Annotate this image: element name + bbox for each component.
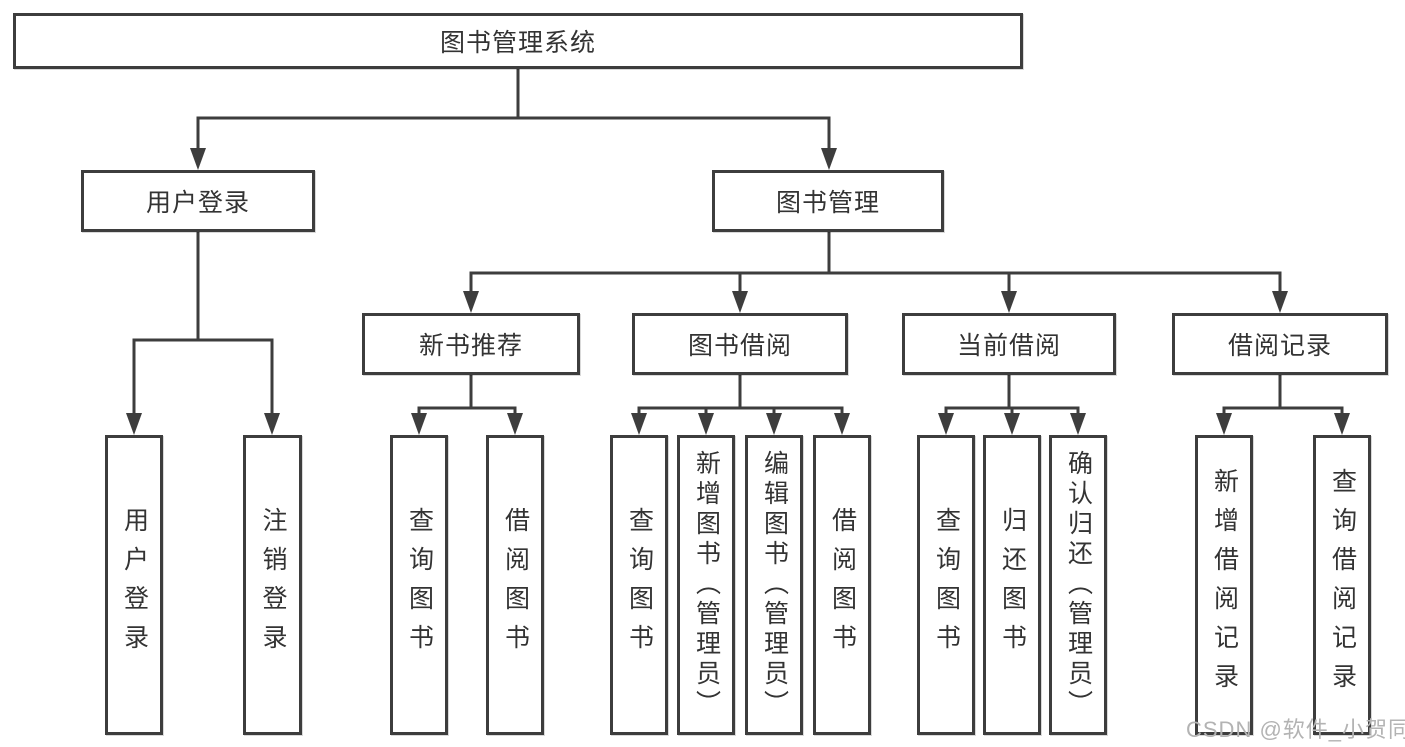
node-current-borrow: 当前借阅 xyxy=(902,313,1116,375)
node-current-borrow-label: 当前借阅 xyxy=(956,332,1061,360)
node-user-login-label: 用户登录 xyxy=(145,189,250,217)
arrowhead xyxy=(1070,413,1086,435)
leaf-borrow-query-books: 查询图书 xyxy=(610,435,668,735)
arrowhead xyxy=(264,413,280,435)
node-root-label: 图书管理系统 xyxy=(439,29,596,57)
leaf-add-borrow-record: 新增借阅记录 xyxy=(1195,435,1253,735)
arrowheads xyxy=(126,148,1350,435)
leaf-recommend-query-books: 查询图书 xyxy=(390,435,448,735)
leaf-user-login: 用户登录 xyxy=(105,435,163,735)
node-book-management: 图书管理 xyxy=(712,170,944,232)
arrowhead xyxy=(766,413,782,435)
arrowhead xyxy=(507,413,523,435)
leaf-add-borrow-record-label: 新增借阅记录 xyxy=(1210,468,1239,702)
node-new-book-recommend: 新书推荐 xyxy=(362,313,580,375)
leaf-edit-books-admin-label: 编辑图书（管理员） xyxy=(760,450,789,720)
arrowhead xyxy=(1004,413,1020,435)
node-book-borrow: 图书借阅 xyxy=(632,313,848,375)
arrowhead xyxy=(190,148,206,170)
leaf-add-books-admin: 新增图书（管理员） xyxy=(677,435,735,735)
node-book-borrow-label: 图书借阅 xyxy=(687,332,792,360)
leaf-return-books-label: 归还图书 xyxy=(998,507,1027,663)
leaf-recommend-query-books-label: 查询图书 xyxy=(405,507,434,663)
leaf-add-books-admin-label: 新增图书（管理员） xyxy=(692,450,721,720)
node-borrow-records: 借阅记录 xyxy=(1172,313,1388,375)
arrowhead xyxy=(834,413,850,435)
leaf-query-borrow-record-label: 查询借阅记录 xyxy=(1328,468,1357,702)
arrowhead xyxy=(938,413,954,435)
arrowhead xyxy=(1334,413,1350,435)
leaf-current-query-books-label: 查询图书 xyxy=(932,507,961,663)
leaf-logout-label: 注销登录 xyxy=(259,507,287,663)
arrowhead xyxy=(126,413,142,435)
connector-path xyxy=(132,69,1344,413)
leaf-confirm-return-admin-label: 确认归还（管理员） xyxy=(1064,450,1093,720)
arrowhead xyxy=(631,413,647,435)
leaf-confirm-return-admin: 确认归还（管理员） xyxy=(1049,435,1107,735)
leaf-recommend-borrow-books: 借阅图书 xyxy=(486,435,544,735)
arrowhead xyxy=(821,148,837,170)
leaf-borrow-books-label: 借阅图书 xyxy=(828,507,857,663)
node-user-login: 用户登录 xyxy=(81,170,315,232)
leaf-logout: 注销登录 xyxy=(243,435,302,735)
node-borrow-records-label: 借阅记录 xyxy=(1227,332,1332,360)
node-book-management-label: 图书管理 xyxy=(775,189,880,217)
node-root: 图书管理系统 xyxy=(13,13,1023,69)
leaf-recommend-borrow-books-label: 借阅图书 xyxy=(501,507,530,663)
leaf-borrow-query-books-label: 查询图书 xyxy=(625,507,654,663)
arrowhead xyxy=(698,413,714,435)
leaf-return-books: 归还图书 xyxy=(983,435,1041,735)
leaf-borrow-books: 借阅图书 xyxy=(813,435,871,735)
arrowhead xyxy=(463,291,479,313)
csdn-watermark: CSDN @软件_小贺同学 xyxy=(1186,717,1405,742)
arrowhead xyxy=(732,291,748,313)
arrowhead xyxy=(1272,291,1288,313)
arrowhead xyxy=(411,413,427,435)
node-new-book-recommend-label: 新书推荐 xyxy=(418,332,523,360)
leaf-query-borrow-record: 查询借阅记录 xyxy=(1313,435,1371,735)
arrowhead xyxy=(1001,291,1017,313)
leaf-edit-books-admin: 编辑图书（管理员） xyxy=(745,435,803,735)
arrowhead xyxy=(1216,413,1232,435)
leaf-current-query-books: 查询图书 xyxy=(917,435,975,735)
leaf-user-login-label: 用户登录 xyxy=(120,507,149,663)
